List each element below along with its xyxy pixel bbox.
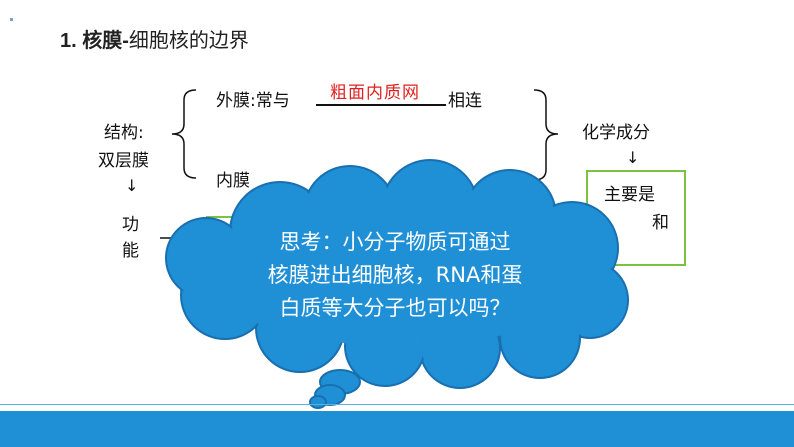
chemistry-label: 化学成分 xyxy=(582,123,650,143)
title-number: 1. xyxy=(60,30,77,52)
footer-bar xyxy=(0,411,794,447)
outer-membrane-prefix: 外膜:常与 xyxy=(216,91,290,111)
answer-underline xyxy=(316,104,446,106)
footer-divider xyxy=(0,404,794,405)
function-label-2: 能 xyxy=(122,241,139,261)
cloud-question: 思考：小分子物质可通过 核膜进出细胞核，RNA和蛋 白质等大分子也可以吗？ xyxy=(215,226,575,325)
chemistry-arrow: ↓ xyxy=(626,148,640,167)
function-label-1: 功 xyxy=(122,215,139,235)
cloud-line-1: 思考：小分子物质可通过 xyxy=(279,230,511,254)
structure-label: 结构: xyxy=(104,123,144,143)
corner-mark xyxy=(10,18,13,21)
structure-down-arrow: ↓ xyxy=(125,176,139,195)
chemistry-box-line2: 和 xyxy=(652,213,669,233)
cloud-line-2: 核膜进出细胞核，RNA和蛋 xyxy=(267,263,523,287)
left-brace xyxy=(171,89,197,179)
outer-membrane-answer: 粗面内质网 xyxy=(330,83,420,103)
chemistry-box-line1: 主要是 xyxy=(604,185,655,205)
cloud-line-3: 白质等大分子也可以吗？ xyxy=(279,296,511,320)
double-membrane-label: 双层膜 xyxy=(98,151,149,171)
outer-membrane-suffix: 相连 xyxy=(448,91,482,111)
right-brace xyxy=(533,89,559,181)
title-rest: 细胞核的边界 xyxy=(128,30,249,52)
title-bold: 核膜- xyxy=(82,30,129,52)
inner-membrane-label: 内膜 xyxy=(216,171,250,191)
slide-title: 1. 核膜-细胞核的边界 xyxy=(60,24,249,53)
